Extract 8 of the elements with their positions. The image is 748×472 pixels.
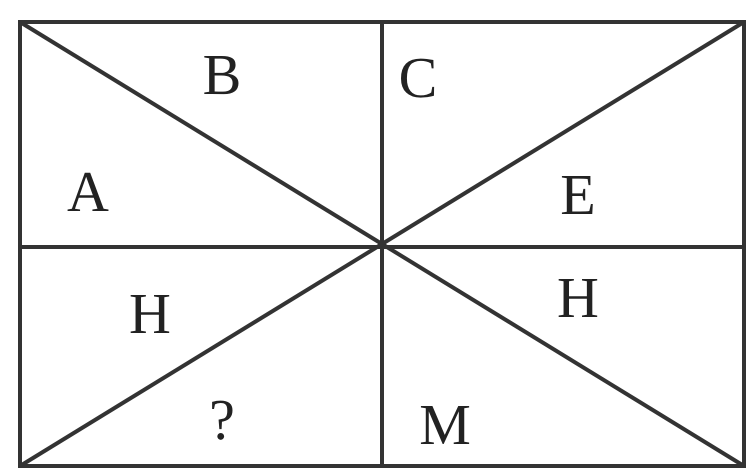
puzzle-letter: M — [419, 396, 471, 454]
puzzle-letter: ? — [209, 391, 235, 449]
puzzle-letter: H — [129, 285, 171, 343]
puzzle-letter: C — [398, 49, 438, 107]
puzzle-letter: H — [557, 269, 599, 327]
puzzle-letter: A — [67, 163, 109, 221]
puzzle-letter: E — [560, 166, 596, 224]
puzzle-letter: B — [202, 46, 242, 104]
